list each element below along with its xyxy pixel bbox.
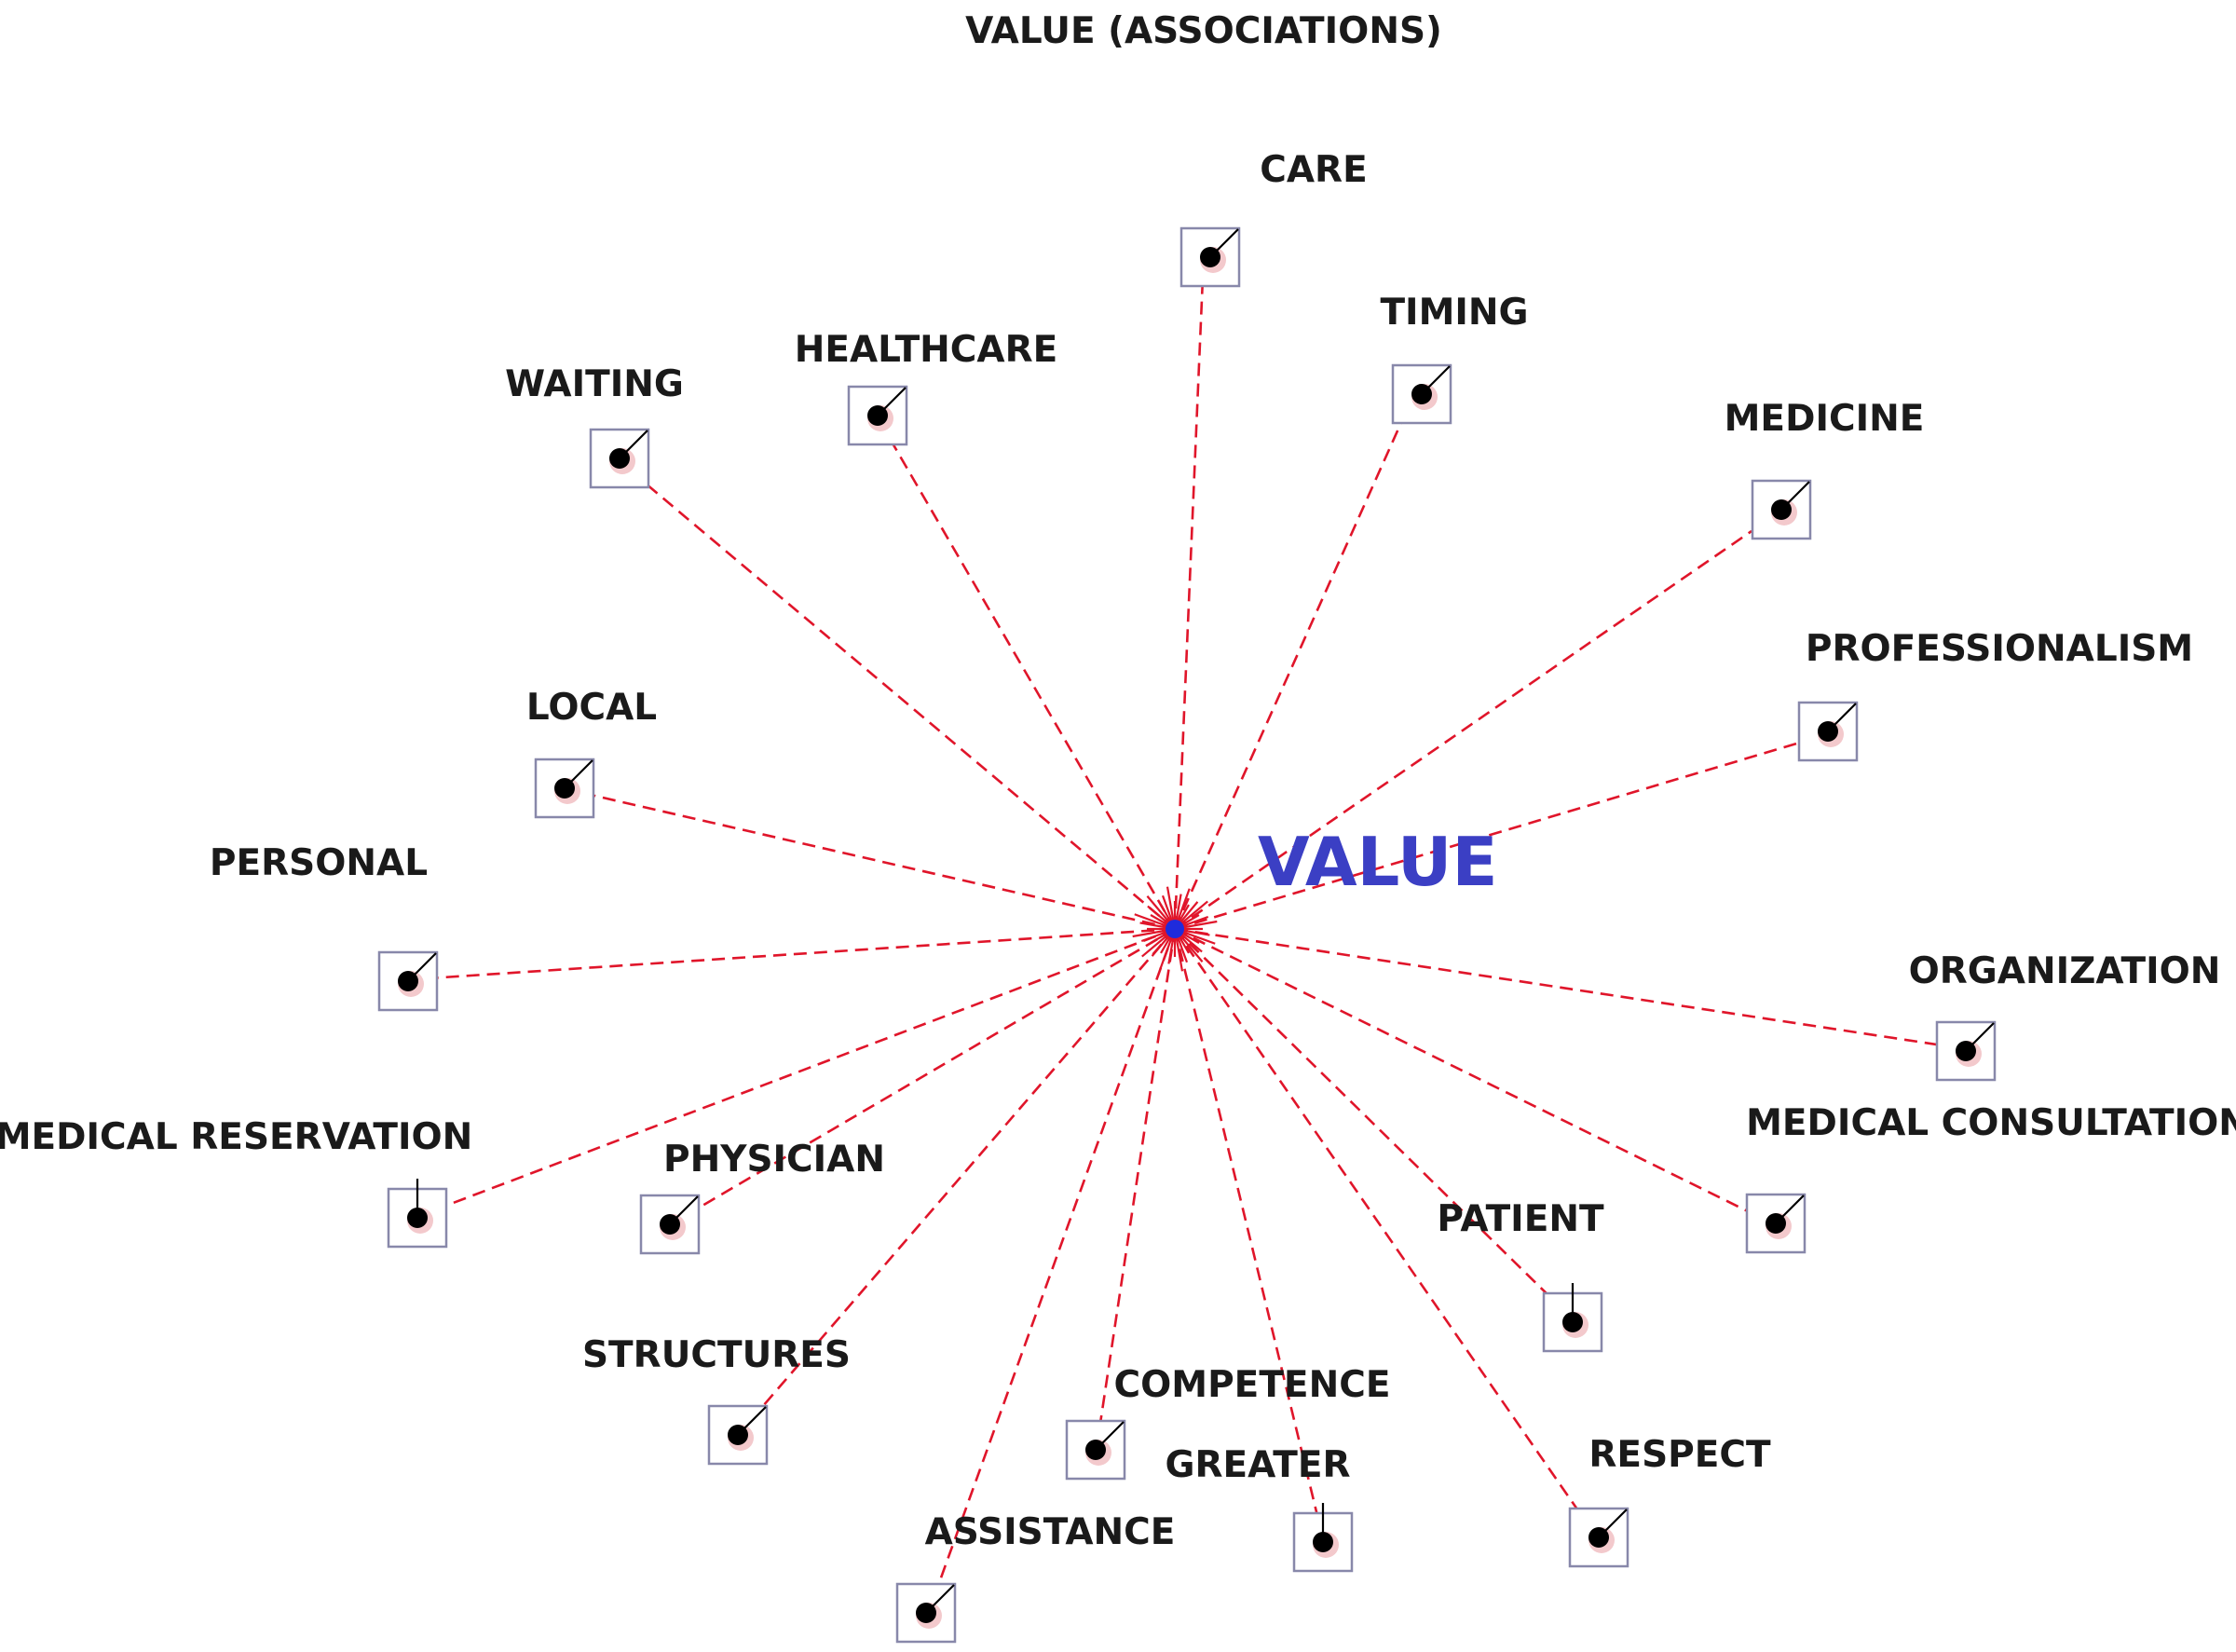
node-label-local: LOCAL bbox=[526, 687, 657, 729]
edge-physician bbox=[684, 927, 1176, 1218]
node-label-care: CARE bbox=[1260, 149, 1367, 191]
node-competence[interactable]: COMPETENCE bbox=[1065, 1364, 1391, 1481]
edge-personal bbox=[428, 927, 1176, 980]
edge-professionalism bbox=[1174, 737, 1813, 931]
node-tick bbox=[1421, 365, 1451, 395]
node-label-competence: COMPETENCE bbox=[1114, 1364, 1391, 1406]
node-waiting[interactable]: WAITING bbox=[505, 363, 684, 489]
edge-assistance bbox=[934, 928, 1177, 1594]
node-label-assistance: ASSISTANCE bbox=[925, 1511, 1176, 1553]
node-tick bbox=[1209, 228, 1239, 258]
node-label-waiting: WAITING bbox=[505, 363, 684, 405]
node-patient[interactable]: PATIENT bbox=[1437, 1198, 1604, 1353]
node-respect[interactable]: RESPECT bbox=[1568, 1434, 1771, 1568]
node-greater[interactable]: GREATER bbox=[1165, 1444, 1354, 1573]
node-label-healthcare: HEALTHCARE bbox=[795, 329, 1058, 371]
node-label-structures: STRUCTURES bbox=[582, 1334, 851, 1376]
node-organization[interactable]: ORGANIZATION bbox=[1909, 950, 2221, 1082]
node-assistance[interactable]: ASSISTANCE bbox=[895, 1511, 1176, 1644]
node-medical-reservation[interactable]: MEDICAL RESERVATION bbox=[0, 1116, 472, 1249]
edge-organization bbox=[1174, 927, 1943, 1047]
node-label-patient: PATIENT bbox=[1437, 1198, 1604, 1240]
edge-patient bbox=[1174, 928, 1557, 1304]
node-physician[interactable]: PHYSICIAN bbox=[639, 1139, 885, 1255]
node-label-physician: PHYSICIAN bbox=[663, 1139, 885, 1181]
edge-medical-consultation bbox=[1174, 927, 1752, 1215]
node-label-medical-consultation: MEDICAL CONSULTATION bbox=[1746, 1102, 2236, 1144]
node-structures[interactable]: STRUCTURES bbox=[582, 1334, 851, 1466]
node-tick bbox=[1965, 1022, 1995, 1052]
node-label-medicine: MEDICINE bbox=[1725, 398, 1925, 440]
edge-medical-reservation bbox=[435, 927, 1176, 1211]
hub-node[interactable] bbox=[1166, 920, 1184, 938]
edge-medicine bbox=[1174, 529, 1752, 931]
node-label-organization: ORGANIZATION bbox=[1909, 950, 2221, 992]
node-timing[interactable]: TIMING bbox=[1380, 292, 1529, 425]
node-professionalism[interactable]: PROFESSIONALISM bbox=[1797, 628, 2193, 762]
node-tick bbox=[925, 1584, 955, 1614]
node-tick bbox=[1827, 703, 1857, 732]
edge-structures bbox=[750, 928, 1176, 1421]
edge-respect bbox=[1173, 928, 1586, 1520]
node-tick bbox=[737, 1406, 767, 1436]
node-label-personal: PERSONAL bbox=[210, 842, 428, 884]
node-label-respect: RESPECT bbox=[1588, 1434, 1771, 1476]
edge-healthcare bbox=[883, 430, 1177, 930]
node-tick bbox=[564, 759, 593, 789]
edge-local bbox=[581, 791, 1176, 931]
edge-care bbox=[1173, 277, 1205, 930]
node-label-professionalism: PROFESSIONALISM bbox=[1806, 628, 2193, 670]
hub-label: VALUE bbox=[1258, 823, 1498, 901]
node-label-medical-reservation: MEDICAL RESERVATION bbox=[0, 1116, 472, 1158]
edge-waiting bbox=[633, 472, 1176, 930]
node-tick bbox=[1598, 1509, 1628, 1538]
node-tick bbox=[1095, 1421, 1125, 1451]
node-medicine[interactable]: MEDICINE bbox=[1725, 398, 1925, 540]
edge-competence bbox=[1098, 928, 1177, 1430]
node-tick bbox=[1775, 1195, 1805, 1224]
edge-timing bbox=[1173, 409, 1409, 930]
node-medical-consultation[interactable]: MEDICAL CONSULTATION bbox=[1745, 1102, 2236, 1254]
node-local[interactable]: LOCAL bbox=[526, 687, 657, 819]
node-tick bbox=[619, 430, 648, 459]
edge-greater bbox=[1173, 928, 1321, 1524]
diagram-title: VALUE (ASSOCIATIONS) bbox=[965, 10, 1442, 52]
node-layer: CARE TIMING HEALTHCARE WAITING MEDICINE PROFE… bbox=[0, 149, 2236, 1644]
node-tick bbox=[669, 1195, 699, 1225]
node-personal[interactable]: PERSONAL bbox=[210, 842, 439, 1012]
node-tick bbox=[1780, 481, 1810, 511]
node-tick bbox=[877, 387, 907, 416]
node-label-timing: TIMING bbox=[1380, 292, 1528, 334]
node-healthcare[interactable]: HEALTHCARE bbox=[795, 329, 1058, 446]
node-label-greater: GREATER bbox=[1165, 1444, 1350, 1486]
edge-layer bbox=[428, 277, 1943, 1594]
node-tick bbox=[407, 952, 437, 982]
node-care[interactable]: CARE bbox=[1179, 149, 1368, 288]
